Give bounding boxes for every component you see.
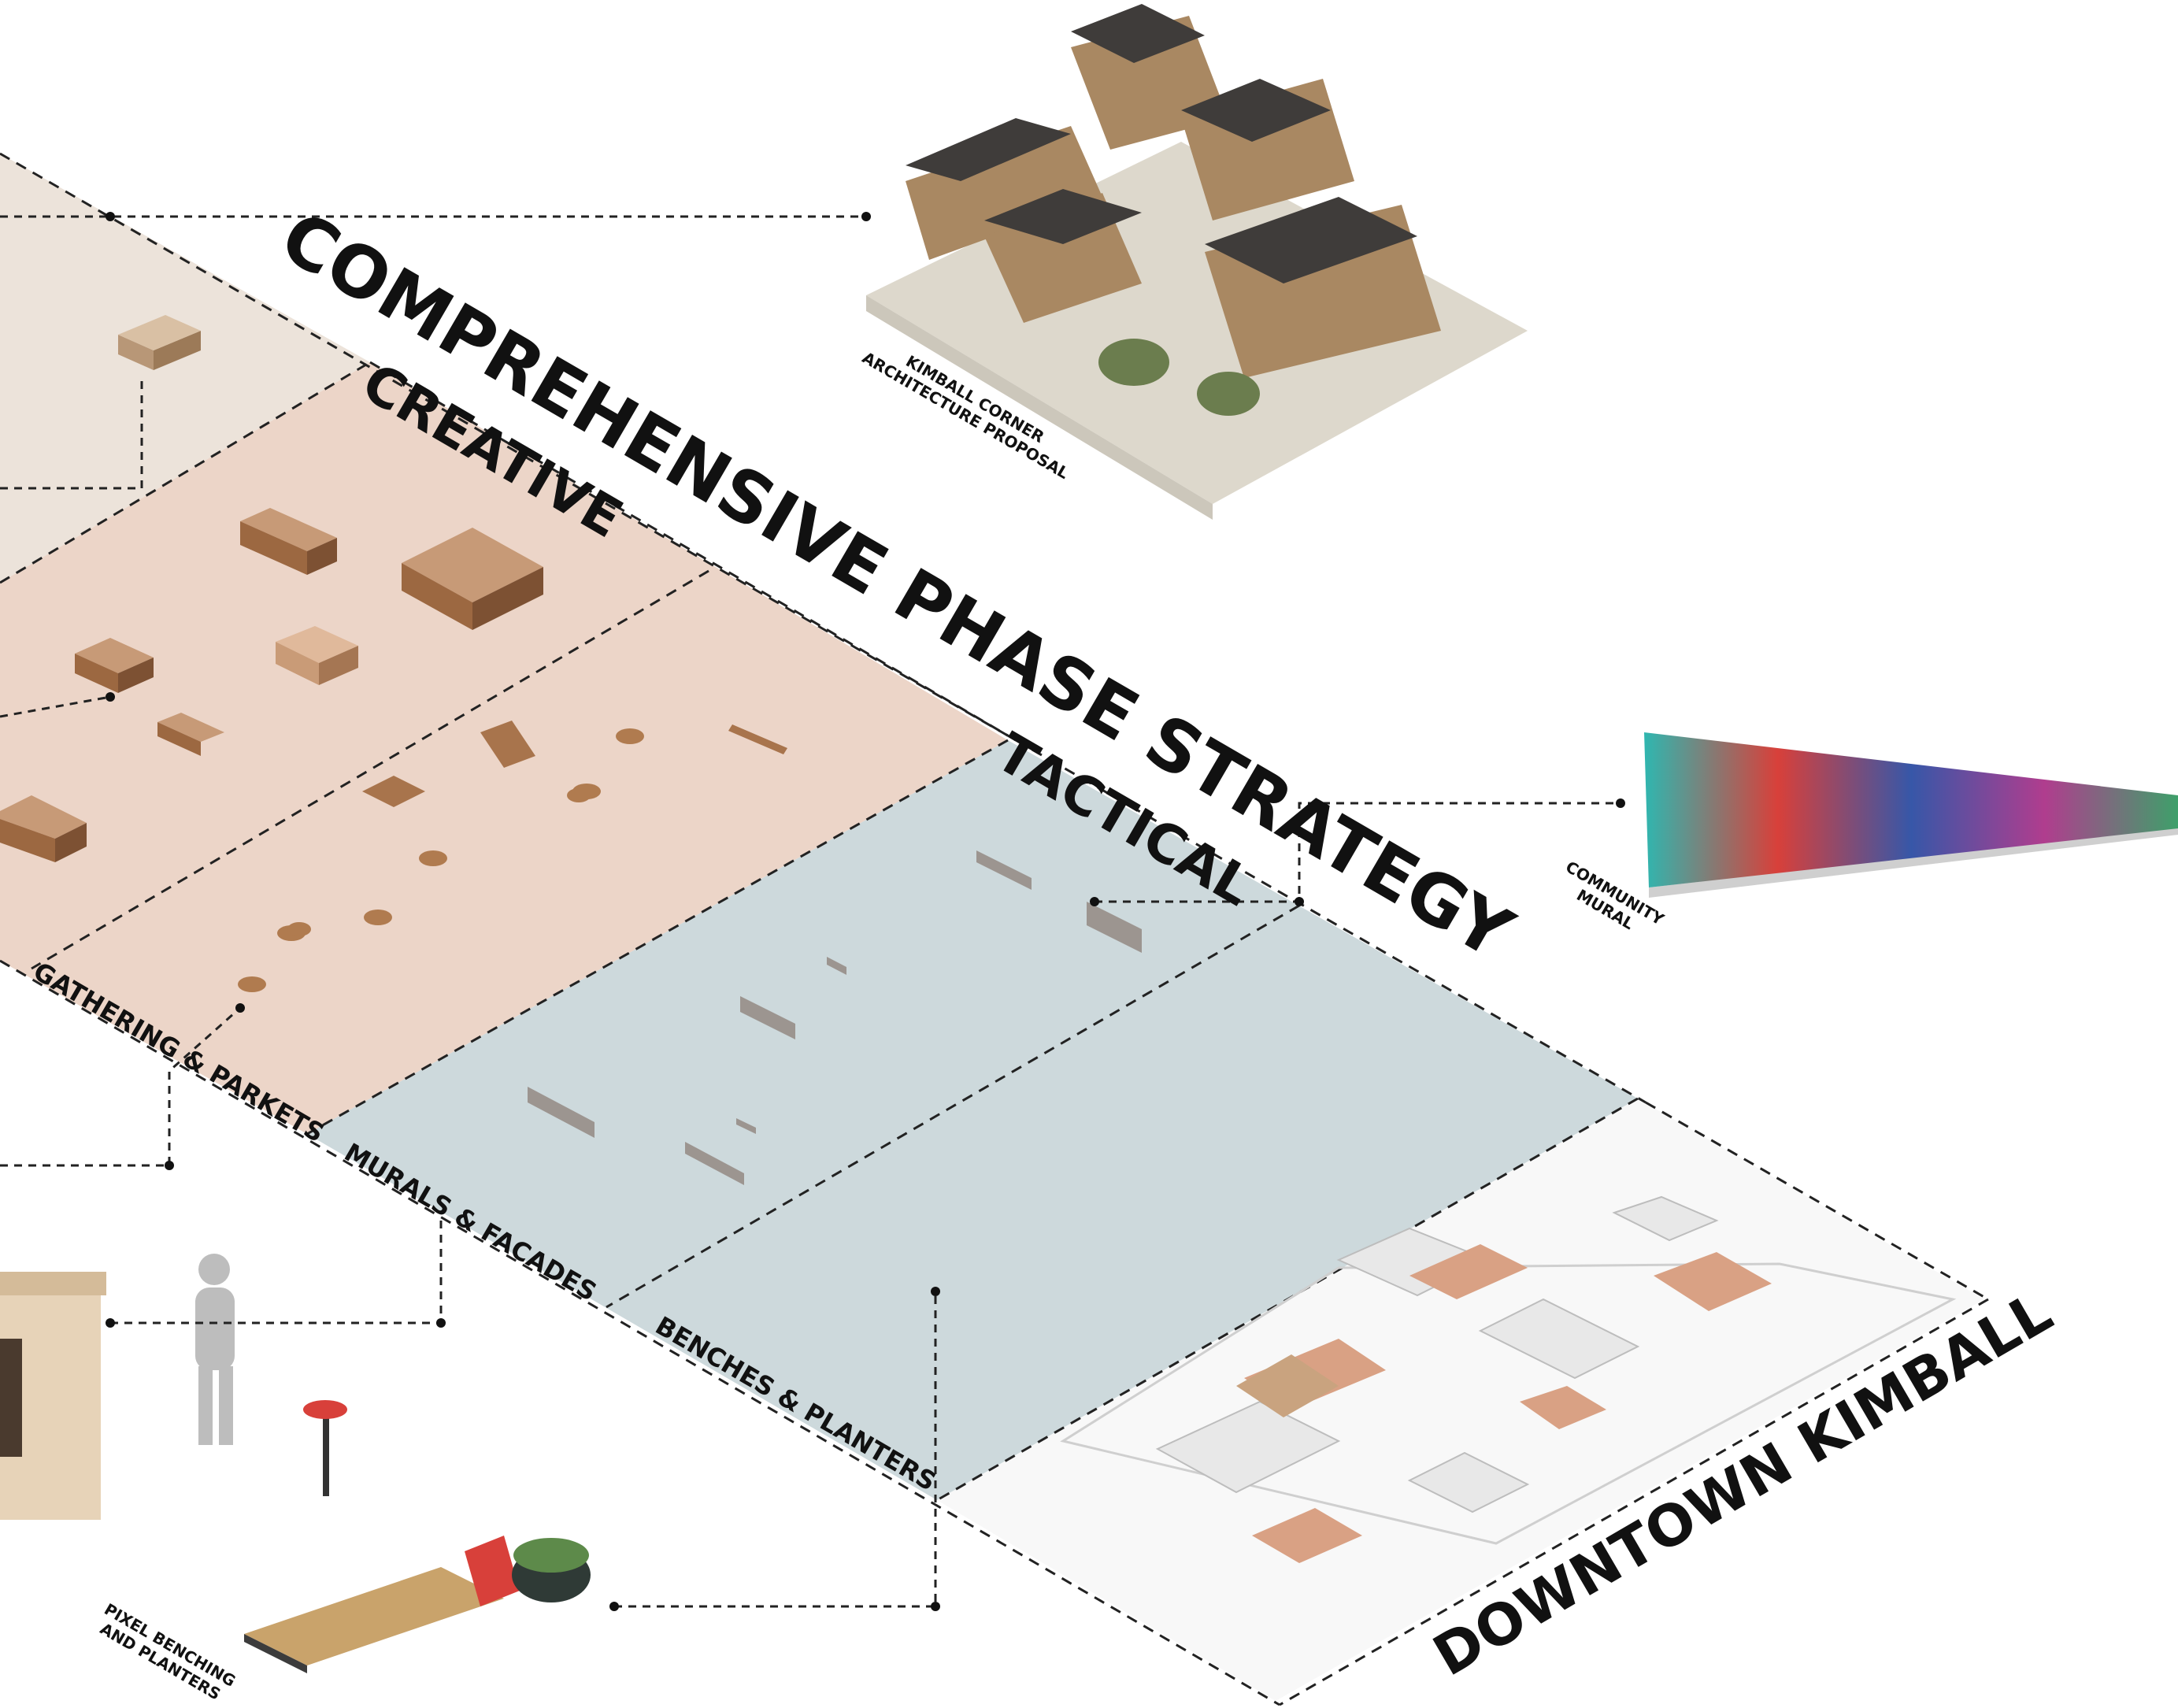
gathering-lower-leader (0, 1006, 241, 1167)
facade-image (0, 1272, 106, 1520)
comprehensive-top-edge (0, 152, 1017, 742)
front-left-edge (0, 959, 1280, 1706)
tactical-layer (307, 740, 1638, 1500)
tactical-right-edge (1015, 739, 1646, 1104)
comprehensive-layer (0, 154, 370, 583)
downtown-kimball-model (1060, 1195, 1957, 1563)
mural-leader (1095, 802, 1621, 903)
community-mural-image (1644, 732, 2178, 898)
pixel-bench-image (195, 1254, 591, 1673)
base-front-edge (1279, 1298, 1989, 1706)
brown-building-4 (75, 638, 154, 693)
brown-building-5 (157, 713, 224, 756)
creative-top-edge (0, 361, 371, 584)
bench-callout-label: PIXEL BENCHING AND PLANTERS (97, 1599, 239, 1703)
person-silhouette (195, 1254, 235, 1445)
architecture-proposal-model (866, 4, 1528, 520)
brown-building-6 (0, 795, 87, 862)
brown-building-1 (240, 508, 337, 575)
base-right-edge (1645, 1101, 1989, 1301)
gathering-leader (0, 695, 111, 718)
tactical-objects (528, 850, 1142, 1185)
brown-building-3 (276, 626, 358, 685)
base-layer (937, 1099, 1984, 1701)
benches-leader (614, 1291, 937, 1608)
creative-objects (0, 508, 787, 992)
tactical-inner-divider (606, 904, 1300, 1309)
callout-dots (106, 212, 1625, 1611)
benches-cluster (238, 728, 644, 992)
brown-building-2 (402, 528, 543, 630)
comprehensive-leader (0, 378, 143, 490)
murals-leader (110, 1217, 443, 1325)
comprehensive-objects (118, 315, 201, 370)
parklet-structures (362, 721, 787, 807)
small-building-model (118, 315, 201, 370)
tactical-top-edge (306, 739, 1009, 1136)
